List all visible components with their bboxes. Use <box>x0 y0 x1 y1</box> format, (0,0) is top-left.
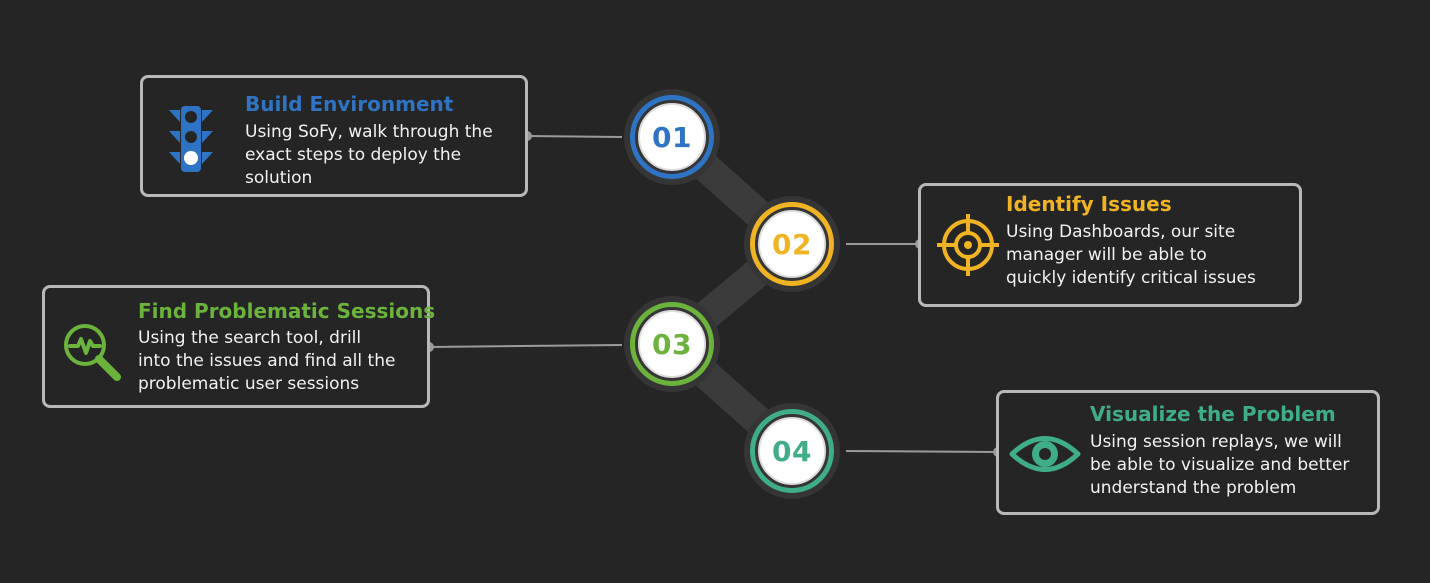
step-title-4: Visualize the Problem <box>1090 402 1336 426</box>
magnifier-pulse-icon <box>64 324 121 381</box>
step-ring-1: 01 <box>630 95 714 179</box>
eye-icon <box>1009 436 1081 472</box>
step-title-1: Build Environment <box>245 92 454 116</box>
step-node-1: 01 <box>624 89 720 185</box>
step-title-2: Identify Issues <box>1006 192 1172 216</box>
step-card-1: Build Environment Using SoFy, walk throu… <box>140 75 528 197</box>
step-title-3: Find Problematic Sessions <box>138 299 436 323</box>
step-description-1: Using SoFy, walk through the exact steps… <box>245 122 493 188</box>
step-description-4: Using session replays, we will be able t… <box>1090 432 1350 498</box>
target-crosshair-icon <box>937 214 999 276</box>
step-card-4: Visualize the Problem Using session repl… <box>996 390 1380 515</box>
step-number-2: 02 <box>772 227 812 261</box>
step-ring-2: 02 <box>750 202 834 286</box>
connector-1 <box>526 135 623 138</box>
connector-4 <box>845 450 999 453</box>
step-node-4: 04 <box>744 403 840 499</box>
step-number-1: 01 <box>652 120 692 154</box>
connector-3 <box>428 344 623 348</box>
step-description-2: Using Dashboards, our site manager will … <box>1006 222 1256 288</box>
step-card-2: Identify Issues Using Dashboards, our si… <box>918 183 1302 307</box>
step-number-3: 03 <box>652 327 692 361</box>
step-node-2: 02 <box>744 196 840 292</box>
step-number-4: 04 <box>772 434 812 468</box>
step-ring-3: 03 <box>630 302 714 386</box>
step-node-3: 03 <box>624 296 720 392</box>
step-card-3: Find Problematic Sessions Using the sear… <box>42 285 435 408</box>
step-ring-4: 04 <box>750 409 834 493</box>
traffic-light-icon <box>169 106 213 172</box>
step-description-3: Using the search tool, drill into the is… <box>138 328 396 394</box>
